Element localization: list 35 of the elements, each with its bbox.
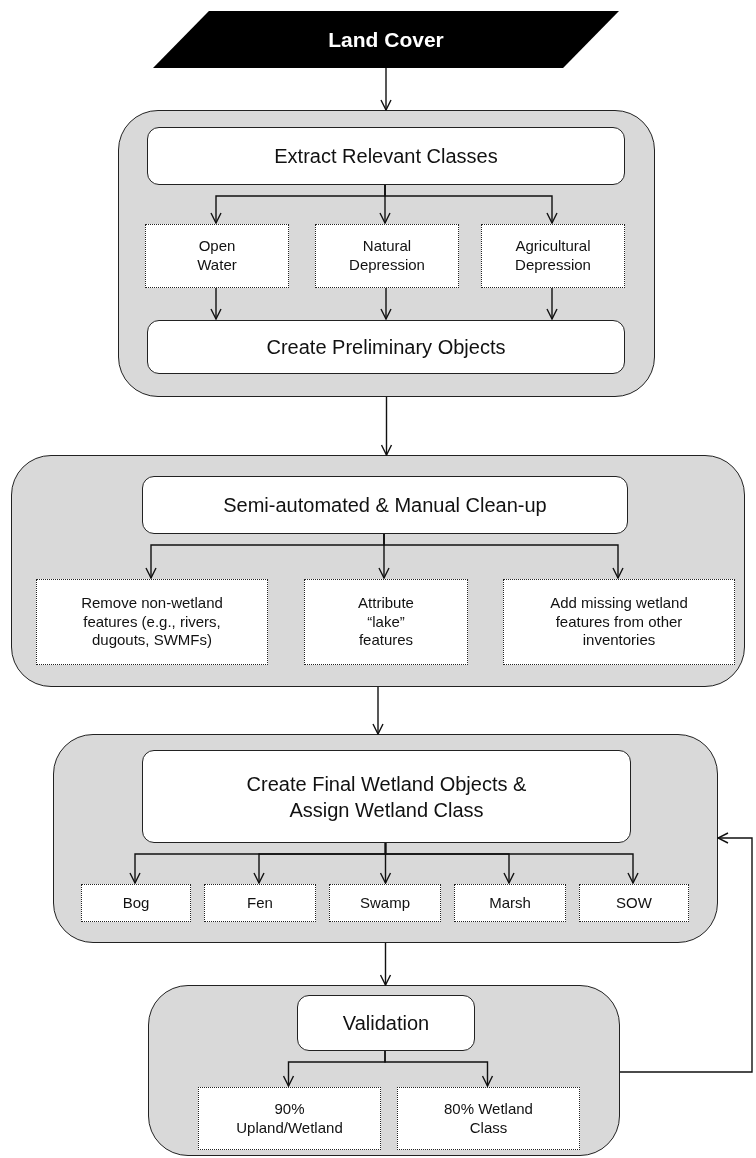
arrow (619, 832, 753, 1073)
arrow (384, 841, 639, 884)
arrow (210, 286, 222, 320)
process-box: Create Final Wetland Objects & Assign Wetland Class (142, 750, 631, 843)
arrow (383, 532, 624, 579)
category-box: Add missing wetland features from other inventories (503, 579, 735, 665)
category-box: Agricultural Depression (481, 224, 625, 288)
group-panel (118, 110, 655, 397)
group-panel (11, 455, 745, 687)
category-box: Open Water (145, 224, 289, 288)
process-box: Create Preliminary Objects (147, 320, 625, 374)
group-panel (148, 985, 620, 1156)
category-box: Fen (204, 884, 316, 922)
category-box: SOW (579, 884, 689, 922)
category-box: Remove non-wetland features (e.g., rivers, dugouts, SWMFs) (36, 579, 268, 665)
category-box: Swamp (329, 884, 441, 922)
category-box: Attribute “lake” features (304, 579, 468, 665)
input-parallelogram: Land Cover (153, 11, 619, 68)
arrow (372, 686, 384, 735)
category-box: Bog (81, 884, 191, 922)
category-box: 80% Wetland Class (397, 1087, 580, 1150)
arrow (384, 183, 558, 224)
arrow (384, 1049, 494, 1087)
process-box: Semi-automated & Manual Clean-up (142, 476, 628, 534)
arrow (379, 942, 392, 986)
arrow (380, 67, 392, 111)
category-box: 90% Upland/Wetland (198, 1087, 381, 1150)
arrow (380, 286, 392, 320)
arrow (546, 286, 558, 320)
group-panel (53, 734, 718, 943)
process-box: Validation (297, 995, 475, 1051)
arrow (380, 396, 393, 456)
category-box: Natural Depression (315, 224, 459, 288)
category-box: Marsh (454, 884, 566, 922)
process-box: Extract Relevant Classes (147, 127, 625, 185)
